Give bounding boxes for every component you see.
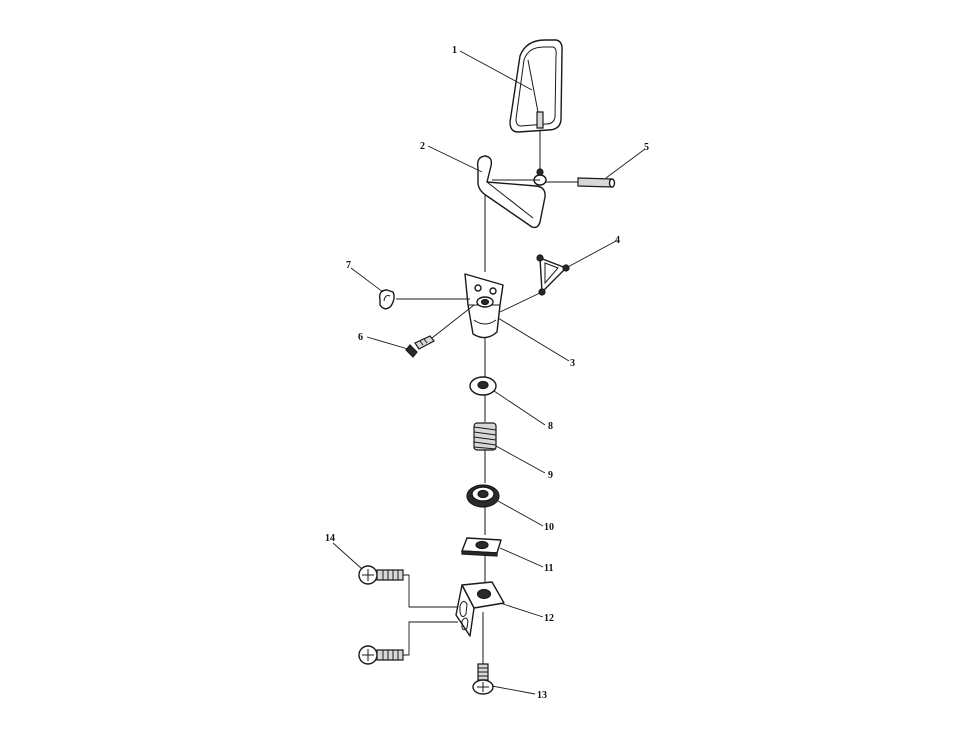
callout-3: 3 [570,358,575,369]
assembly-axis [482,120,541,665]
callout-12: 12 [544,613,554,624]
leader-12 [499,602,544,618]
callout-labels: 1 2 3 4 5 6 7 8 9 10 11 12 13 14 [325,45,649,701]
callout-9: 9 [548,470,553,481]
leader-5 [605,148,646,179]
mirror-arm [476,155,547,229]
bottom-screw [472,663,494,695]
leader-lines [332,50,646,695]
callout-5: 5 [644,142,649,153]
square-plate [461,537,502,557]
leader-7 [350,267,384,293]
mirror-head [509,39,563,133]
triangle-clip [536,254,570,296]
leader-4b [499,291,543,313]
callout-10: 10 [544,522,554,533]
callout-7: 7 [346,260,351,271]
leader-1 [459,50,533,91]
angle-bracket [455,581,505,637]
leader-6 [366,336,409,350]
callout-4: 4 [615,235,620,246]
callout-1: 1 [452,45,457,56]
leader-11 [499,547,544,568]
callout-2: 2 [420,141,425,152]
callout-13: 13 [537,690,547,701]
side-screw-lower [358,621,458,665]
mounting-bracket [464,273,504,339]
leader-8 [493,390,546,426]
leader-10 [497,500,544,527]
leader-4 [565,240,617,269]
leader-2 [427,145,483,173]
bushing [466,484,500,508]
side-screw-upper [358,565,458,608]
leader-14 [332,542,363,570]
small-clip [378,289,470,310]
pin [545,177,616,188]
callout-8: 8 [548,421,553,432]
callout-14: 14 [325,533,335,544]
leader-3 [497,317,570,362]
washer [469,376,497,396]
coil-spring [473,422,497,451]
leader-9 [495,445,546,474]
callout-11: 11 [544,563,553,574]
bracket-screw [405,304,475,358]
callout-6: 6 [358,332,363,343]
leader-13 [491,685,536,695]
